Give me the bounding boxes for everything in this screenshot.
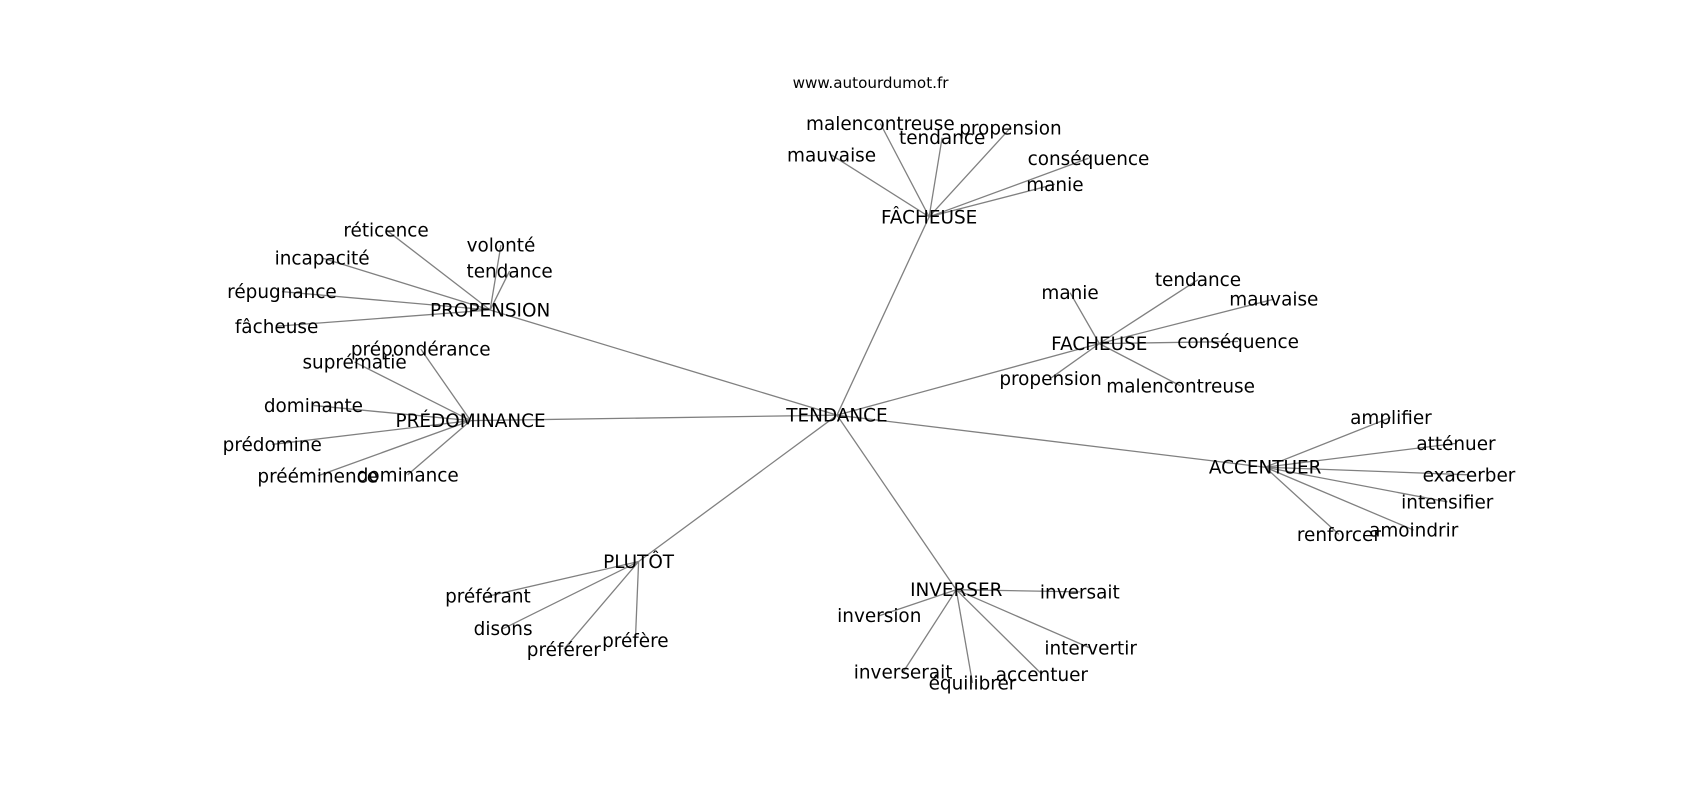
group-node[interactable]: FÂCHEUSE bbox=[881, 206, 977, 228]
edge-root-to-group bbox=[470, 414, 838, 422]
group-node[interactable]: INVERSER bbox=[910, 580, 1003, 601]
edge-group-to-word bbox=[317, 419, 471, 477]
edge-group-to-word bbox=[1265, 466, 1469, 476]
word-node[interactable]: tendance bbox=[1155, 270, 1241, 291]
word-node[interactable]: préfère bbox=[602, 631, 668, 652]
edge-group-to-word bbox=[1099, 340, 1239, 345]
edge-group-to-word bbox=[489, 270, 511, 311]
nodes: TENDANCEFÂCHEUSEmauvaisemalencontreusete… bbox=[223, 114, 1516, 694]
edge-group-to-word bbox=[928, 157, 1089, 218]
edge-root-to-group bbox=[638, 414, 838, 563]
edge-group-to-word bbox=[1050, 343, 1100, 379]
word-node[interactable]: suprématie bbox=[302, 353, 406, 374]
word-node[interactable]: conséquence bbox=[1028, 149, 1150, 170]
edge-group-to-word bbox=[928, 137, 943, 217]
group-node[interactable]: PROPENSION bbox=[430, 301, 550, 322]
group-node[interactable]: PLUTÔT bbox=[603, 551, 675, 573]
word-node[interactable]: malencontreuse bbox=[806, 114, 955, 135]
word-node[interactable]: répugnance bbox=[227, 282, 337, 303]
word-node[interactable]: volonté bbox=[467, 235, 536, 256]
word-node[interactable]: préférant bbox=[445, 587, 531, 608]
edge-group-to-word bbox=[928, 183, 1056, 218]
edge-group-to-word bbox=[1099, 343, 1181, 387]
word-node[interactable]: tendance bbox=[466, 262, 552, 283]
edge-root-to-group bbox=[836, 343, 1100, 416]
word-node[interactable]: prépondérance bbox=[351, 340, 491, 361]
edge-group-to-word bbox=[1265, 466, 1448, 503]
word-node[interactable]: tendance bbox=[899, 128, 985, 149]
edge-group-to-word bbox=[487, 560, 639, 597]
word-node[interactable]: inversion bbox=[837, 606, 921, 627]
word-node[interactable]: renforcer bbox=[1297, 525, 1382, 546]
edge-group-to-word bbox=[1264, 466, 1414, 531]
word-node[interactable]: intensifier bbox=[1401, 492, 1494, 513]
word-node[interactable]: propension bbox=[959, 118, 1061, 139]
edge-group-to-word bbox=[955, 589, 1091, 649]
edge-group-to-word bbox=[1264, 416, 1392, 468]
word-node[interactable]: incapacité bbox=[275, 248, 370, 269]
word-node[interactable]: inverserait bbox=[854, 663, 953, 684]
word-node[interactable]: amplifier bbox=[1350, 408, 1432, 429]
word-node[interactable]: intervertir bbox=[1044, 639, 1137, 660]
edge-group-to-word bbox=[928, 127, 1011, 218]
word-node[interactable]: réticence bbox=[343, 220, 428, 241]
edge-group-to-word bbox=[879, 589, 957, 617]
word-node[interactable]: disons bbox=[474, 619, 533, 640]
word-node[interactable]: préférer bbox=[527, 640, 601, 661]
word-node[interactable]: conséquence bbox=[1177, 332, 1299, 353]
edge-root-to-group bbox=[836, 216, 930, 416]
edge-group-to-word bbox=[1265, 442, 1457, 468]
word-node[interactable]: exacerber bbox=[1423, 465, 1516, 486]
edge-group-to-word bbox=[563, 561, 640, 650]
edge-group-to-word bbox=[354, 361, 471, 422]
root-node[interactable]: TENDANCE bbox=[785, 406, 887, 427]
edge-group-to-word bbox=[321, 257, 491, 311]
edge-root-to-group bbox=[489, 309, 838, 416]
word-node[interactable]: prééminence bbox=[257, 466, 378, 487]
edge-group-to-word bbox=[489, 244, 502, 311]
word-node[interactable]: amoindrir bbox=[1369, 521, 1459, 542]
edge-group-to-word bbox=[879, 123, 930, 218]
group-node[interactable]: FACHEUSE bbox=[1051, 334, 1147, 355]
word-node[interactable]: atténuer bbox=[1416, 434, 1496, 455]
edge-group-to-word bbox=[634, 561, 640, 641]
edge-group-to-word bbox=[955, 589, 974, 684]
word-node[interactable]: dominante bbox=[264, 396, 363, 417]
edge-group-to-word bbox=[313, 404, 471, 422]
word-node[interactable]: accentuer bbox=[996, 665, 1089, 686]
edge-group-to-word bbox=[955, 589, 1043, 675]
word-node[interactable]: inversait bbox=[1040, 582, 1120, 603]
word-node[interactable]: fâcheuse bbox=[235, 317, 318, 338]
word-node[interactable]: manie bbox=[1026, 175, 1083, 196]
word-node[interactable]: dominance bbox=[357, 465, 459, 486]
word-node[interactable]: malencontreuse bbox=[1106, 376, 1255, 397]
word-node[interactable]: mauvaise bbox=[787, 146, 876, 167]
edge-group-to-word bbox=[1069, 292, 1100, 344]
edge-group-to-word bbox=[420, 348, 472, 421]
edge-group-to-word bbox=[902, 589, 957, 673]
edge-group-to-word bbox=[407, 420, 472, 476]
word-node[interactable]: mauvaise bbox=[1229, 290, 1318, 311]
word-node[interactable]: prédomine bbox=[223, 435, 322, 456]
edge-group-to-word bbox=[385, 229, 491, 311]
word-node[interactable]: propension bbox=[999, 369, 1101, 390]
edge-group-to-word bbox=[276, 309, 491, 327]
group-node[interactable]: ACCENTUER bbox=[1209, 458, 1322, 479]
watermark: www.autourdumot.fr bbox=[793, 74, 950, 92]
edge-group-to-word bbox=[956, 589, 1080, 593]
edge-group-to-word bbox=[281, 290, 491, 311]
edge-group-to-word bbox=[1098, 279, 1199, 345]
edge-root-to-group bbox=[836, 414, 1266, 468]
group-node[interactable]: PRÉDOMINANCE bbox=[396, 410, 546, 432]
edge-group-to-word bbox=[1099, 298, 1275, 345]
word-node[interactable]: manie bbox=[1041, 283, 1098, 304]
edge-group-to-word bbox=[272, 419, 471, 446]
edge-root-to-group bbox=[836, 414, 957, 591]
edges bbox=[272, 123, 1469, 684]
word-node[interactable]: équilibrer bbox=[929, 673, 1017, 694]
edge-group-to-word bbox=[831, 154, 930, 218]
edge-group-to-word bbox=[1264, 466, 1340, 535]
edge-group-to-word bbox=[502, 560, 639, 630]
